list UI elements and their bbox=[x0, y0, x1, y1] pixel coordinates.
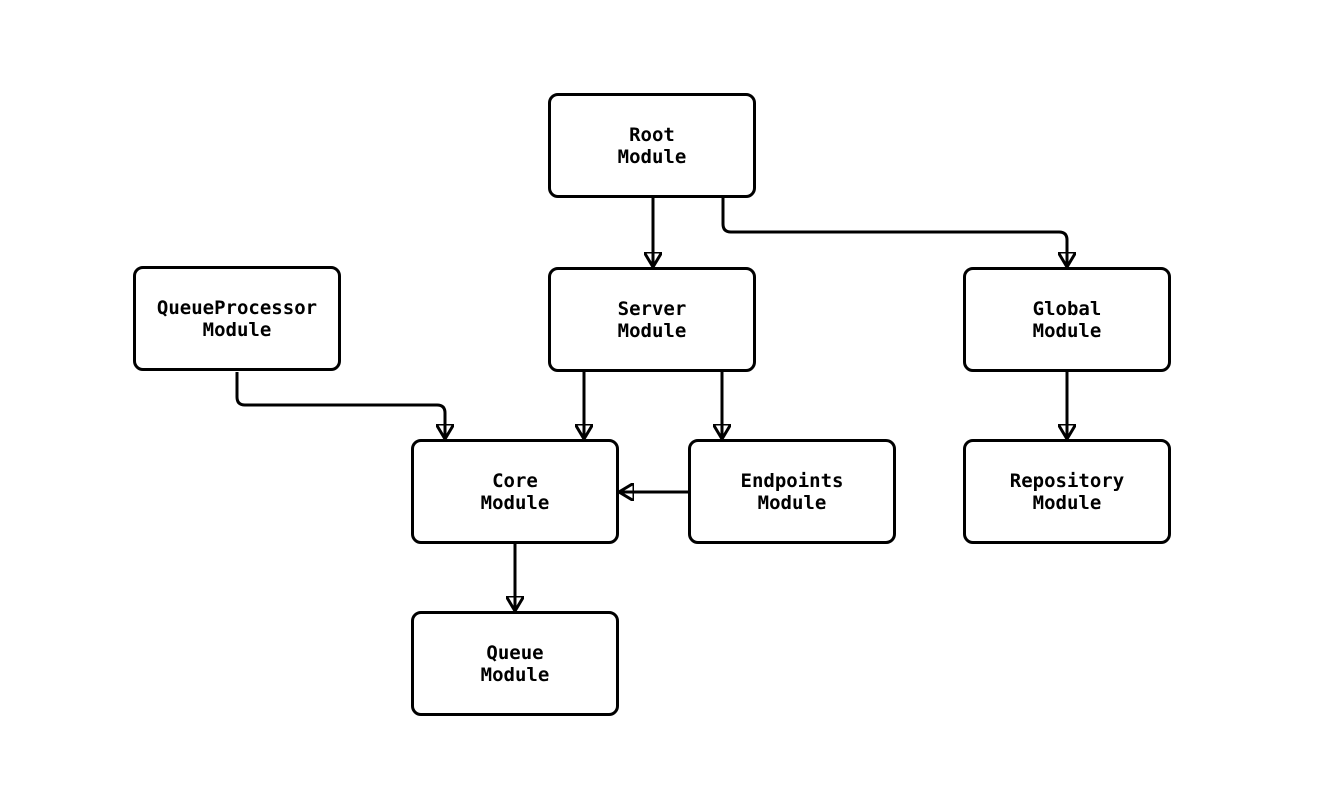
node-core-module: Core Module bbox=[411, 439, 619, 544]
node-server-module: Server Module bbox=[548, 267, 756, 372]
node-repository-module: Repository Module bbox=[963, 439, 1171, 544]
node-label-line2: Module bbox=[202, 318, 272, 341]
node-queue-module: Queue Module bbox=[411, 611, 619, 716]
node-label-line2: Module bbox=[1032, 491, 1102, 514]
node-label-line2: Module bbox=[480, 491, 550, 514]
node-endpoints-module: Endpoints Module bbox=[688, 439, 896, 544]
node-label-line1: Core bbox=[492, 469, 538, 492]
edge-root-to-global bbox=[721, 198, 1067, 266]
node-root-module: Root Module bbox=[548, 93, 756, 198]
node-label-line1: Repository bbox=[1009, 469, 1125, 492]
node-label-line2: Module bbox=[617, 145, 687, 168]
node-label-line1: Global bbox=[1032, 297, 1102, 320]
node-label-line2: Module bbox=[480, 663, 550, 686]
node-label-line1: QueueProcessor bbox=[156, 296, 318, 319]
node-label-line1: Root bbox=[629, 123, 675, 146]
node-label-line2: Module bbox=[1032, 319, 1102, 342]
node-queueprocessor-module: QueueProcessor Module bbox=[133, 266, 341, 371]
node-label-line1: Server bbox=[617, 297, 687, 320]
node-label-line2: Module bbox=[617, 319, 687, 342]
node-label-line1: Queue bbox=[486, 641, 544, 664]
node-label-line2: Module bbox=[757, 491, 827, 514]
node-global-module: Global Module bbox=[963, 267, 1171, 372]
node-label-line1: Endpoints bbox=[740, 469, 844, 492]
edge-queueprocessor-to-core bbox=[235, 372, 445, 438]
